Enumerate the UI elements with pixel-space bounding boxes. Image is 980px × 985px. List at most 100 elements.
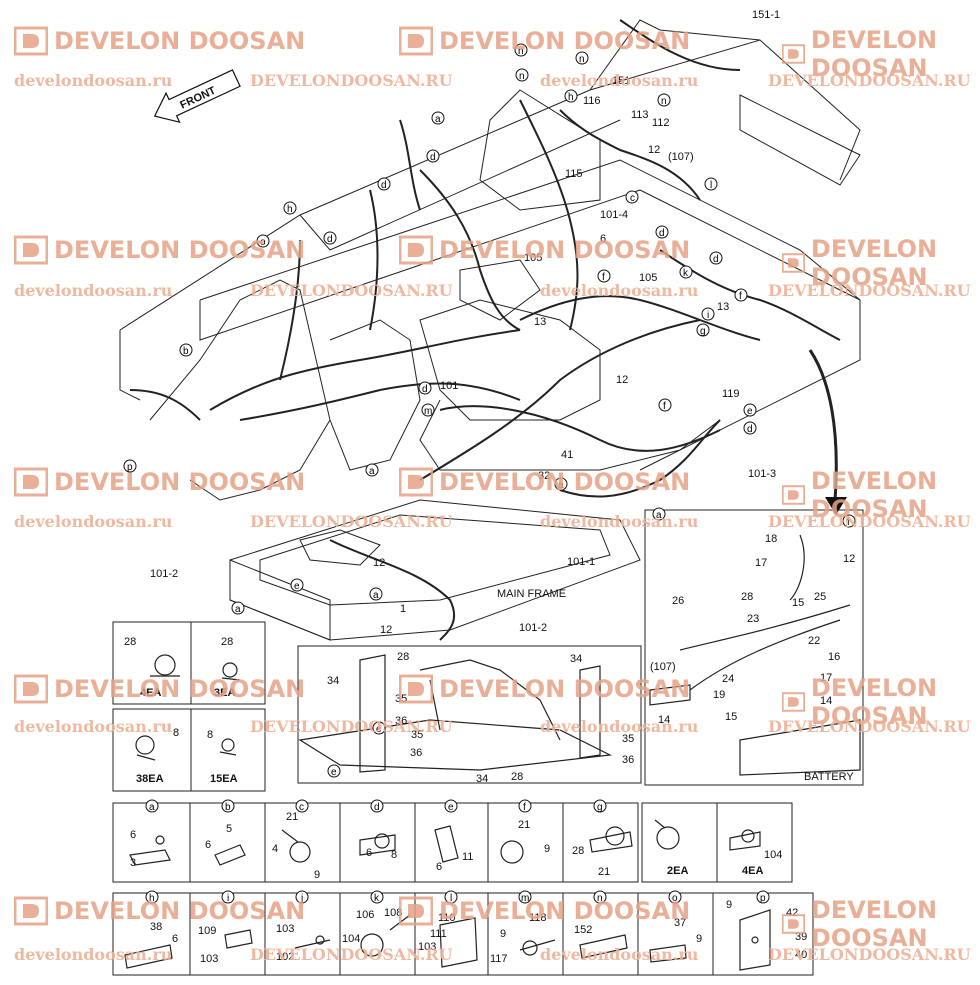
label-25: 25 [814, 591, 826, 603]
watermark-url-upper: DEVELONDOOSAN.RU [768, 945, 971, 964]
watermark-url-upper: DEVELONDOOSAN.RU [250, 281, 453, 300]
main-callout-p1: p [127, 462, 133, 473]
watermark-url-upper: DEVELONDOOSAN.RU [768, 71, 971, 90]
label-17-b: 17 [820, 672, 832, 684]
watermark-logo-11: DEVELON DOOSAN [399, 674, 690, 704]
main-callout-n3: n [519, 71, 525, 82]
label-12-c: 12 [373, 557, 385, 569]
label-5: 5 [226, 823, 232, 835]
label-12-a: 12 [648, 144, 660, 156]
label-39: 39 [795, 931, 807, 943]
watermark-url: develondoosan.ru [14, 281, 173, 300]
watermark-logo-12: DEVELON DOOSAN [782, 674, 980, 730]
label-101: 101 [440, 380, 458, 392]
watermark-brand: DEVELON DOOSAN [54, 897, 306, 925]
detail-letter-p: p [760, 893, 766, 904]
label-107-b: (107) [650, 661, 676, 673]
label-18: 18 [765, 533, 777, 545]
label-110: 110 [438, 912, 456, 924]
label-24: 24 [722, 673, 734, 685]
main-callout-f2: f [739, 291, 742, 302]
label-34-c: 34 [570, 653, 582, 665]
detail-letter-callouts: a b c d e f g h i j k l m n o p f [145, 514, 856, 904]
watermark-logo-15: DEVELON DOOSAN [782, 896, 980, 952]
label-8-b: 8 [207, 729, 213, 741]
label-37: 37 [674, 917, 686, 929]
inset-callout-e1: e [331, 767, 337, 778]
main-callout-c1: c [630, 193, 635, 204]
label-8-a: 8 [173, 727, 179, 739]
label-1: 1 [400, 603, 406, 615]
label-112: 112 [652, 117, 670, 129]
label-23: 23 [747, 613, 759, 625]
watermark-url: develondoosan.ru [14, 71, 173, 90]
label-119: 119 [722, 388, 740, 400]
doosan-logo-icon [782, 253, 805, 273]
main-callout-a1: a [435, 114, 441, 125]
detail-letter-e: e [448, 802, 454, 813]
label-6-b: 6 [130, 829, 136, 841]
watermark-url: develondoosan.ru [14, 717, 173, 736]
main-frame-drawing [119, 19, 861, 641]
label-22: 22 [808, 635, 820, 647]
callout-m-bottom: m [518, 890, 532, 904]
label-101-1: 101-1 [567, 556, 595, 568]
label-9-b: 9 [544, 843, 550, 855]
callout-i-bottom: i [221, 890, 235, 904]
qty-38ea: 38EA [136, 773, 164, 785]
label-105-a: 105 [524, 252, 542, 264]
label-28-c: 28 [397, 651, 409, 663]
label-13-a: 13 [717, 301, 729, 313]
watermark-logo-14: DEVELON DOOSAN [399, 896, 690, 926]
callout-h-bottom: h [145, 890, 159, 904]
clip-sketches [124, 534, 861, 971]
label-32: 32 [538, 470, 550, 482]
main-callout-e2: e [294, 581, 300, 592]
callout-e-top: e [444, 799, 458, 813]
doosan-logo-icon [399, 26, 433, 56]
label-36-a: 36 [395, 715, 407, 727]
watermark-url-upper: DEVELONDOOSAN.RU [250, 717, 453, 736]
label-101-3: 101-3 [748, 468, 776, 480]
main-callout-f3: f [663, 401, 666, 412]
main-callout-b1: b [183, 346, 189, 357]
label-107: (107) [668, 151, 694, 163]
callout-k-bottom: k [370, 890, 384, 904]
label-19: 19 [713, 689, 725, 701]
main-callout-n2: n [579, 54, 585, 65]
label-111: 111 [430, 928, 447, 940]
doosan-logo-icon [782, 914, 805, 934]
label-8-c: 8 [391, 849, 397, 861]
doosan-logo-icon [399, 896, 433, 926]
label-11: 11 [462, 851, 473, 863]
label-101-2-a: 101-2 [150, 568, 178, 580]
watermark-brand: DEVELON DOOSAN [810, 674, 938, 730]
label-113: 113 [631, 109, 649, 121]
callout-f-top: f [518, 799, 532, 813]
label-21-a: 21 [286, 811, 298, 823]
label-9-c: 9 [500, 928, 506, 940]
watermark-url: develondoosan.ru [540, 512, 699, 531]
main-callout-g1: g [700, 326, 706, 337]
label-6-a: 6 [600, 233, 606, 245]
main-callout-h1: h [568, 92, 574, 103]
label-15-a: 15 [792, 597, 804, 609]
label-102: 102 [276, 951, 294, 963]
watermark-brand: DEVELON DOOSAN [54, 27, 306, 55]
label-118: 118 [529, 912, 547, 924]
main-callout-d1: d [430, 152, 436, 163]
watermark-logo-10: DEVELON DOOSAN [14, 674, 305, 704]
label-36-c: 36 [622, 754, 634, 766]
doosan-logo-icon [14, 235, 48, 265]
label-12-b: 12 [616, 374, 628, 386]
label-9-d: 9 [696, 933, 702, 945]
detail-letter-n: n [597, 893, 603, 904]
label-28-e: 28 [741, 591, 753, 603]
label-152: 152 [574, 924, 592, 936]
label-14-a: 14 [820, 695, 832, 707]
main-callout-d6: d [422, 384, 428, 395]
watermark-brand: DEVELON DOOSAN [439, 27, 691, 55]
detail-letter-l: l [450, 893, 452, 904]
label-115: 115 [565, 168, 583, 180]
watermark-brand: DEVELON DOOSAN [810, 896, 938, 952]
